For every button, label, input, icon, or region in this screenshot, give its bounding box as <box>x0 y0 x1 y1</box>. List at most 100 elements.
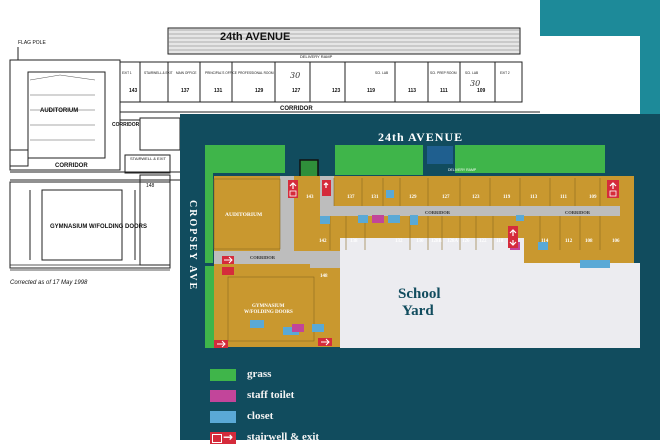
delivery-ramp-label: DELIVERY RAMP <box>448 168 477 172</box>
legend-item-stairwell-exit: → stairwell & exit <box>210 430 410 446</box>
old-handwritten-1: 30 <box>290 71 300 80</box>
old-flag-pole: FLAG POLE <box>18 40 46 46</box>
legend-label-stairwell-exit: stairwell & exit <box>247 431 320 443</box>
room-label-119: 119 <box>503 195 511 200</box>
room-label-137: 137 <box>347 195 355 200</box>
room-label-130: 130 <box>416 239 424 244</box>
school-yard-label-2: Yard <box>402 303 434 319</box>
stair-box-icon <box>212 434 222 443</box>
room-label-113: 113 <box>530 195 538 200</box>
old-room-header: MAIN OFFICE <box>176 71 197 75</box>
legend-label-staff-toilet: staff toilet <box>247 389 295 401</box>
yard-notch <box>340 238 524 263</box>
room-label-138: 138 <box>350 239 358 244</box>
closet-9 <box>283 327 299 335</box>
old-gymnasium: GYMNASIUM W/FOLDING DOORS <box>50 224 147 230</box>
stairwell-exit-2 <box>322 180 331 196</box>
staff-toilet-3 <box>292 324 304 332</box>
legend-swatch-grass <box>210 369 236 381</box>
old-room-header: SCI. LAB <box>465 71 478 75</box>
room-label-129: 129 <box>409 195 417 200</box>
old-room-113: 113 <box>408 88 416 94</box>
old-plan-drawing: FLAG POLE AUDITORIUM CORRIDOR CORRIDOR C… <box>9 27 540 286</box>
old-floor-plan: FLAG POLE AUDITORIUM CORRIDOR CORRIDOR C… <box>9 27 540 286</box>
old-handwritten-2: 30 <box>470 79 480 88</box>
old-room-148: 148 <box>146 183 155 189</box>
stairwell-exit-3 <box>607 180 619 198</box>
old-room-111: 111 <box>440 88 448 94</box>
old-corridor-2: CORRIDOR <box>280 106 313 112</box>
delivery-ramp-area <box>427 146 453 164</box>
old-room-header: SCI. PREP ROOM <box>430 71 457 75</box>
school-yard-label-1: School <box>398 286 441 302</box>
staff-toilet-1 <box>372 215 384 223</box>
side-street-label: CROPSEY AVE <box>187 200 198 291</box>
legend-swatch-stairwell-exit: → <box>210 430 236 444</box>
school-yard <box>340 263 640 348</box>
old-room-header: PROFESSIONAL ROOM <box>238 71 274 75</box>
arrow-right-icon: → <box>223 430 234 444</box>
auditorium-room <box>213 178 281 250</box>
room-label-128B: 128B <box>431 239 443 244</box>
room-label-112: 112 <box>565 239 573 244</box>
closet-2 <box>388 215 400 223</box>
corridor-gym-link <box>310 260 340 268</box>
room-label-127: 127 <box>442 195 450 200</box>
legend-swatch-closet <box>210 411 236 423</box>
closet-7 <box>580 260 610 268</box>
corridor-label-main: CORRIDOR <box>425 210 451 215</box>
corridor-main <box>320 206 620 216</box>
old-room-129: 129 <box>255 88 264 94</box>
gymnasium-label-2: W/FOLDING DOORS <box>244 310 293 315</box>
closet-10 <box>250 320 264 328</box>
old-delivery-ramp: DELIVERY RAMP <box>300 54 333 59</box>
grass-small-square <box>299 159 319 179</box>
corridor-west <box>214 251 340 264</box>
old-room-header: PRINCIPAL'S OFFICE <box>205 71 237 75</box>
room-label-123: 123 <box>472 195 480 200</box>
old-room-131: 131 <box>214 88 223 94</box>
stairwell-exit-8 <box>318 338 332 346</box>
closet-5 <box>516 215 524 221</box>
grass-left-lower <box>205 266 215 348</box>
room-label-142: 142 <box>319 239 327 244</box>
room-label-122: 122 <box>479 239 487 244</box>
street-label-24th-ave: 24th AVENUE <box>378 130 463 144</box>
old-room-123: 123 <box>332 88 341 94</box>
grass-top-mid <box>335 145 423 175</box>
room-label-106: 106 <box>612 239 620 244</box>
old-room-109: 109 <box>477 88 486 94</box>
old-auditorium: AUDITORIUM <box>40 108 78 114</box>
old-room-127: 127 <box>292 88 301 94</box>
closet-1 <box>358 215 368 223</box>
room-label-114: 114 <box>541 239 549 244</box>
teal-band-top <box>540 0 660 36</box>
stairwell-exit-1 <box>288 180 298 198</box>
old-corridor-1: CORRIDOR <box>55 163 88 169</box>
room-label-131: 131 <box>371 195 379 200</box>
color-plan-drawing: 24th AVENUE DELIVERY RAMP AUDITORIUM COR… <box>187 130 640 348</box>
closet-6 <box>538 242 548 250</box>
old-room-143: 143 <box>129 88 138 94</box>
closet-3 <box>410 215 418 225</box>
room-label-132: 132 <box>395 239 403 244</box>
old-room-header: SCI. LAB <box>375 71 388 75</box>
closet-4 <box>320 216 330 224</box>
old-corrected-note: Corrected as of 17 May 1998 <box>10 280 88 286</box>
old-room-137: 137 <box>181 88 190 94</box>
grass-left-upper <box>205 173 213 263</box>
old-room-header: STAIRWELL & EXIT <box>144 71 173 75</box>
room-label-108: 108 <box>585 239 593 244</box>
corridor-label-east: CORRIDOR <box>565 210 591 215</box>
stairwell-exit-4 <box>508 226 518 248</box>
yard-east-strip <box>524 263 634 271</box>
stairwell-exit-7 <box>214 340 228 348</box>
closet-11 <box>386 190 394 198</box>
legend-item-closet: closet <box>210 410 410 425</box>
old-room-header: EXIT 1 <box>122 71 132 75</box>
legend-label-grass: grass <box>247 368 272 380</box>
legend-item-staff-toilet: staff toilet <box>210 389 410 404</box>
color-floor-plan-panel: 24th AVENUE DELIVERY RAMP AUDITORIUM COR… <box>180 114 660 444</box>
grass-top-right <box>455 145 605 173</box>
room-label-111: 111 <box>560 195 567 200</box>
